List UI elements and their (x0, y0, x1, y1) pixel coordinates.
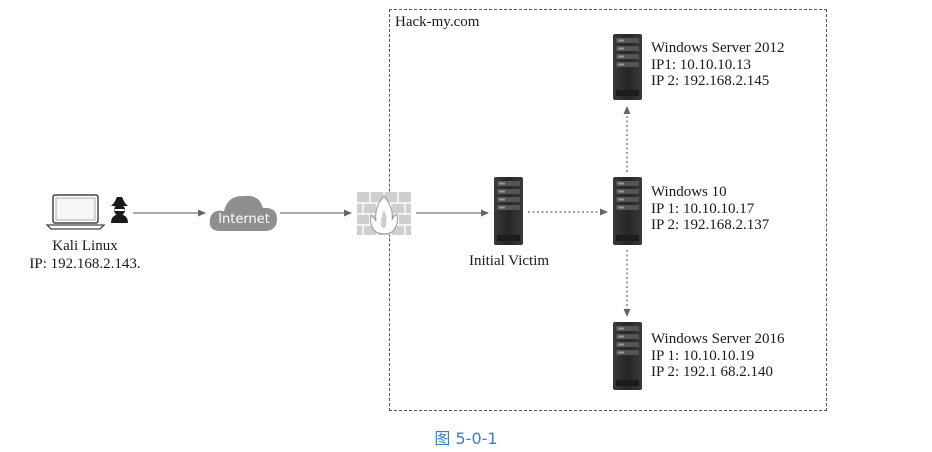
ws2012-name: Windows Server 2012 (651, 40, 785, 56)
initial-victim-label: Initial Victim (468, 253, 550, 269)
ws2016-ip2: IP 2: 192.1 68.2.140 (651, 364, 773, 380)
internet-label: Internet (218, 212, 270, 227)
ws2012-server-icon (613, 34, 642, 100)
win10-ip1: IP 1: 10.10.10.17 (651, 200, 755, 217)
win10-server-icon (613, 177, 642, 245)
laptop-icon (45, 194, 106, 230)
win10-ip2: IP 2: 192.168.2.137 (651, 217, 770, 233)
figure-caption: 图 5-0-1 (434, 429, 498, 448)
cloud-icon (209, 195, 277, 231)
ws2016-server-icon (613, 322, 642, 390)
ws2012-ip2: IP 2: 192.168.2.145 (651, 73, 770, 89)
ws2012-ip1: IP1: 10.10.10.13 (651, 56, 752, 73)
hacker-icon (111, 197, 128, 223)
ws2012-info: Windows Server 2012 IP1: 10.10.10.13 IP … (651, 40, 785, 90)
ws2016-info: Windows Server 2016 IP 1: 10.10.10.19 IP… (651, 331, 785, 381)
win10-info: Windows 10 IP 1: 10.10.10.17 IP 2: 192.1… (651, 184, 769, 234)
domain-label: Hack-my.com (395, 14, 480, 30)
initial-victim-server-icon (494, 177, 523, 245)
attacker-name: Kali Linux (52, 238, 118, 254)
ws2016-name: Windows Server 2016 (651, 331, 785, 347)
firewall-icon (357, 192, 411, 235)
win10-name: Windows 10 (651, 184, 727, 200)
ws2016-ip1: IP 1: 10.10.10.19 (651, 347, 755, 364)
attacker-ip: IP: 192.168.2.143. (29, 256, 141, 272)
